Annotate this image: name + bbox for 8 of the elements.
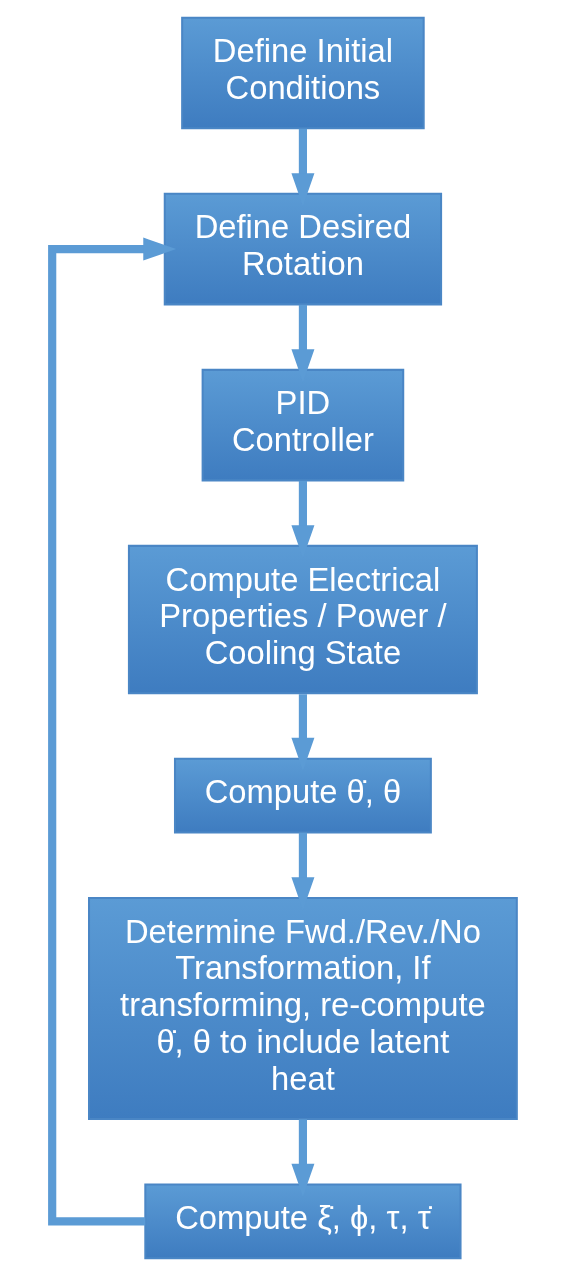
node-box: Define Desired Rotation <box>163 192 443 305</box>
arrow <box>48 237 177 1225</box>
node-box: Compute ξ̇, ϕ, τ, τ̇ <box>144 1182 462 1259</box>
node-box: Determine Fwd./Rev./No Transformation, If transforming, re-compute θ̇, θ to include latent heat <box>88 896 518 1120</box>
node-box: Compute θ̇, θ <box>173 757 432 833</box>
node-box: Compute Electrical Properties / Power / Cooling State <box>127 544 478 694</box>
node-box: Define Initial Conditions <box>181 16 425 129</box>
node-box: PID Controller <box>201 368 405 481</box>
